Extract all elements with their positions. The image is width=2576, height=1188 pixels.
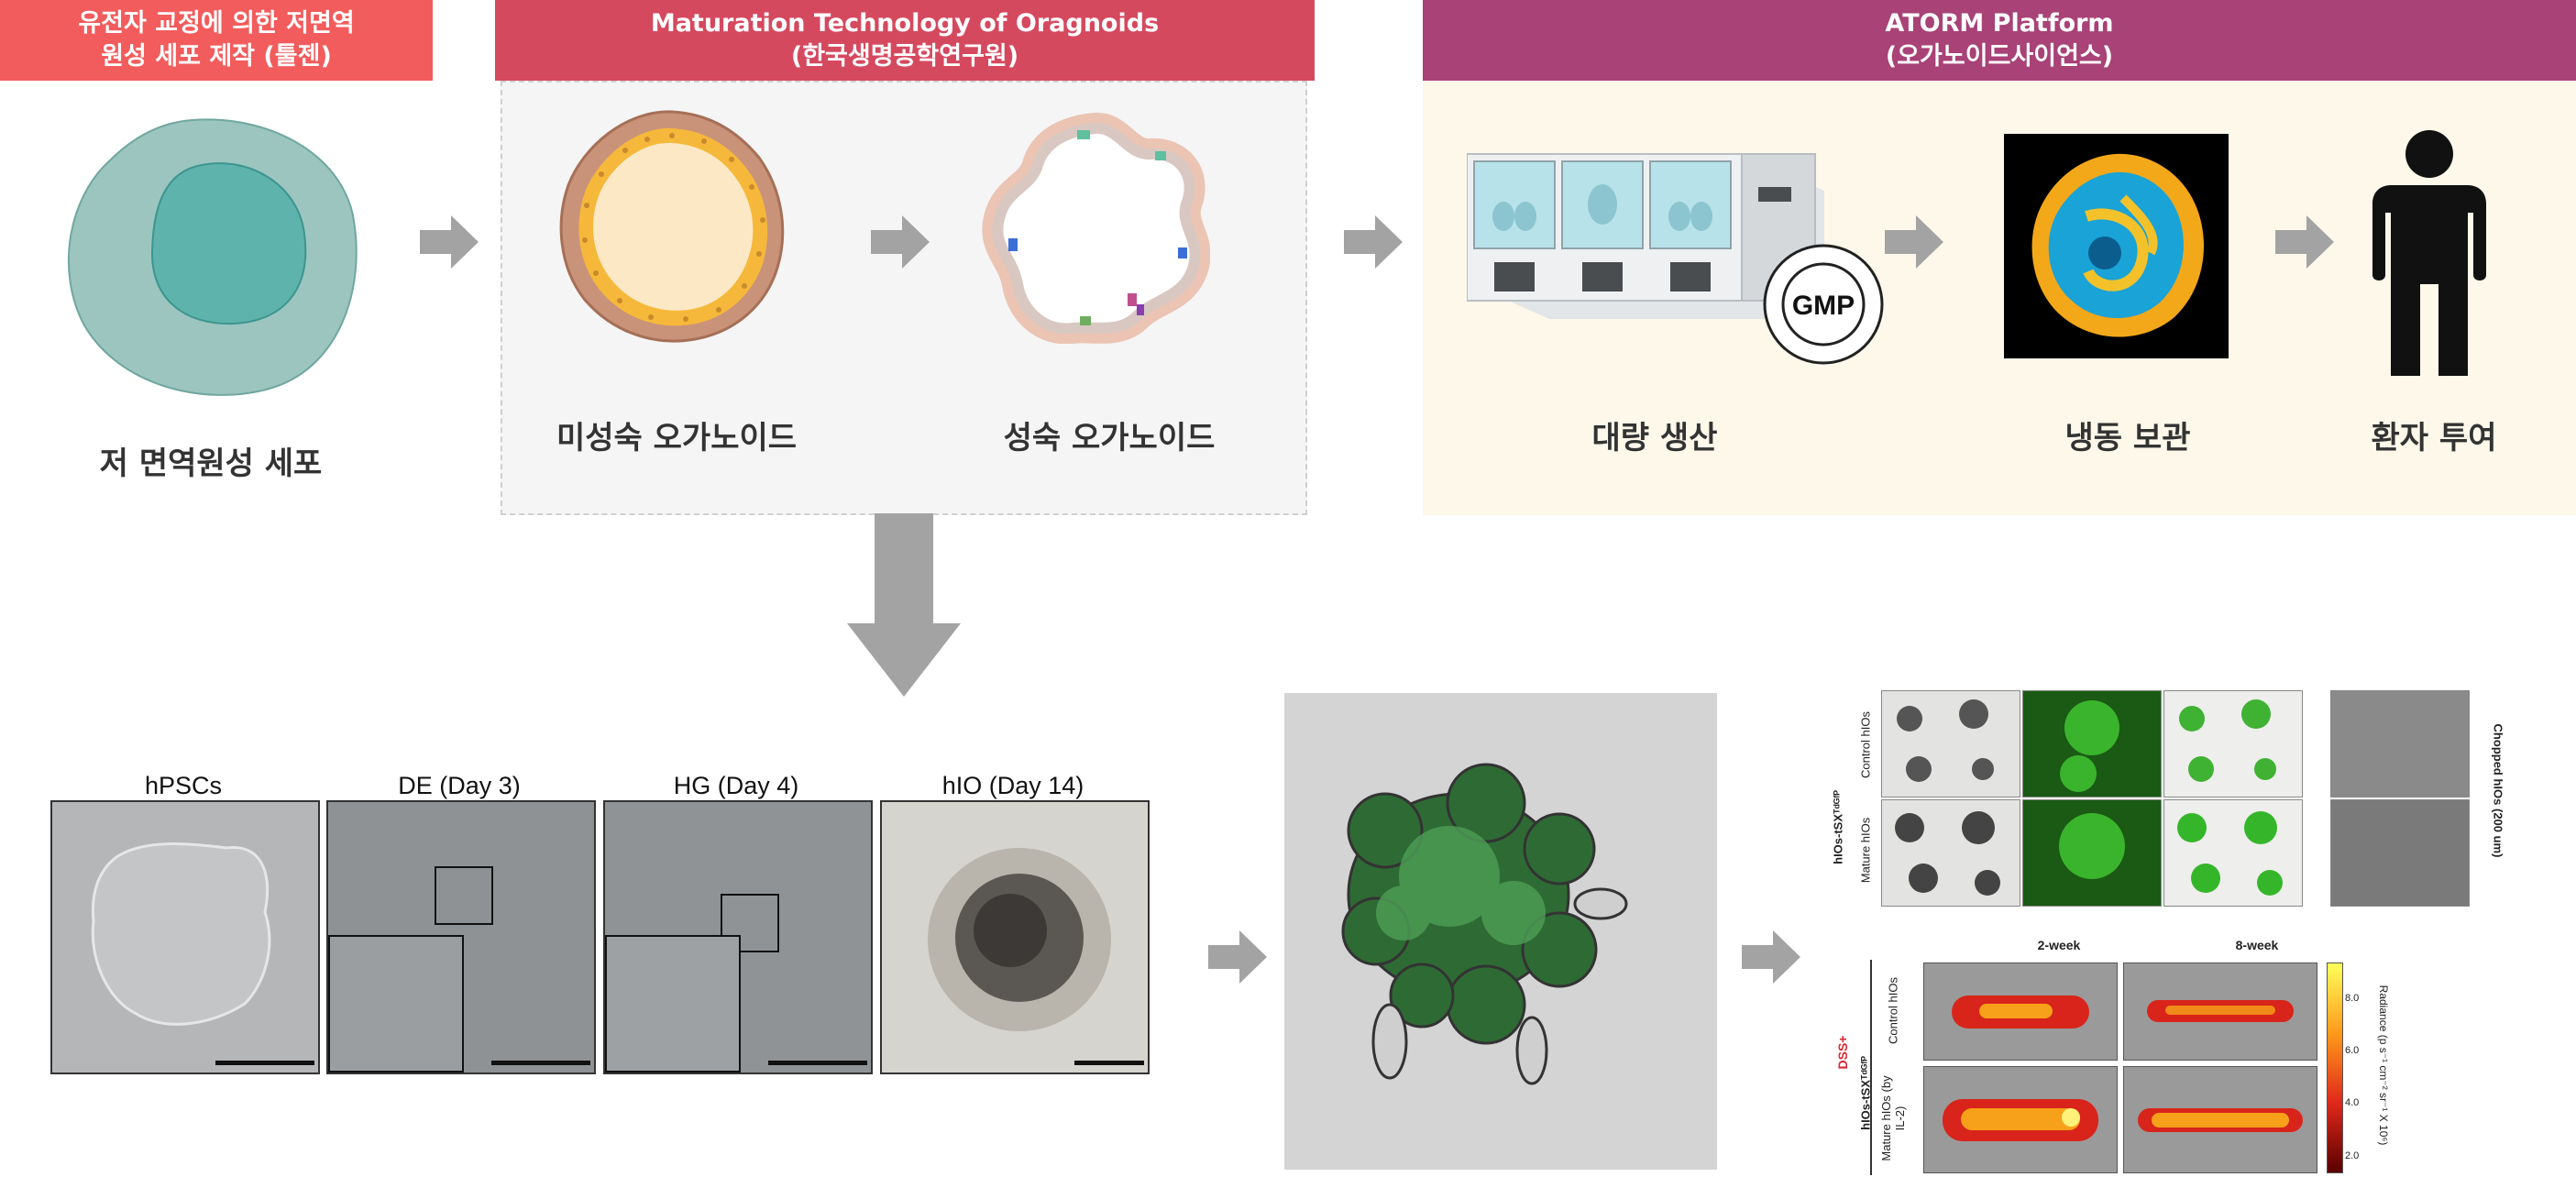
top-side-label: hIOs-tSXᵀᵈᴳᶠᴾ (1831, 790, 1845, 864)
stage3-header-line1: ATORM Platform (1885, 9, 2114, 38)
radiance-label: Radiance (p s⁻¹ cm⁻² sr⁻¹ X 10⁶) (2377, 984, 2390, 1146)
stage1-header-line2: 원성 세포 제작 (툴젠) (101, 42, 332, 71)
patient-icon (2365, 128, 2493, 380)
chopped-label: Chopped hIOs (200 um) (2491, 723, 2505, 858)
panel-title-hg: HG (Day 4) (673, 772, 799, 799)
frozen-organoid-image (2004, 134, 2229, 358)
dss-label: DSS+ (1835, 1035, 1850, 1070)
arrow-right-icon (2275, 215, 2334, 269)
stage1-header-line1: 유전자 교정에 의한 저면역 (78, 9, 355, 38)
ivis-control-week2-image (1923, 962, 2118, 1061)
immature-organoid-label: 미성숙 오가노이드 (556, 420, 798, 456)
hg-micrograph (603, 800, 873, 1074)
colorbar-tick: 4.0 (2345, 1097, 2360, 1108)
arrow-right-icon (1344, 215, 1403, 269)
hio-micrograph (880, 800, 1150, 1074)
panel-title-de: DE (Day 3) (398, 772, 521, 799)
gmp-certified-seal-icon: GMP (1762, 243, 1885, 366)
low-immunogenic-cell-illustration (64, 115, 367, 399)
ivis-mature-week8-image (2123, 1066, 2317, 1173)
panel-title-hpscs: hPSCs (144, 772, 223, 799)
ivis-mature-week2-image (1923, 1066, 2118, 1173)
arrow-right-icon (1742, 930, 1800, 984)
row-label-control: Control hIOs (1858, 711, 1873, 778)
mature-organoid-fluorescence-image (1284, 693, 1717, 1170)
stage2-header: Maturation Technology of Oragnoids (한국생명… (495, 0, 1315, 81)
colorbar-tick: 2.0 (2345, 1150, 2360, 1161)
stage3-header-line2: (오가노이드사이언스) (1885, 42, 2114, 71)
stage2-header-line1: Maturation Technology of Oragnoids (650, 9, 1160, 38)
stage1-label: 저 면역원성 세포 (99, 446, 323, 482)
mass-production-machine-illustration (1466, 136, 1824, 319)
gfp-mature-image (2022, 799, 2162, 907)
stage1-header: 유전자 교정에 의한 저면역 원성 세포 제작 (툴젠) (0, 0, 433, 81)
mature-organoid-label: 성숙 오가노이드 (1003, 420, 1216, 456)
mass-production-label: 대량 생산 (1591, 420, 1718, 456)
arrow-right-icon (1208, 930, 1267, 984)
gmp-text: GMP (1792, 291, 1855, 321)
merge-mature-image (2163, 799, 2303, 907)
row-label-mature: Mature hIOs (1858, 817, 1873, 884)
chopped-mature-image (2330, 799, 2470, 907)
week8-label: 8-week (2235, 938, 2279, 952)
bf-mature-image (1881, 799, 2020, 907)
radiance-colorbar (2327, 962, 2343, 1173)
arrow-down-icon (847, 513, 961, 697)
arrow-right-icon (871, 215, 930, 269)
arrow-right-icon (420, 215, 479, 269)
results-figure: hIOs-tSXᵀᵈᴳᶠᴾ Control hIOs Mature hIOs C… (1824, 683, 2576, 1182)
stage2-header-line2: (한국생명공학연구원) (790, 42, 1019, 71)
chopped-control-image (2330, 690, 2470, 798)
mature-organoid-illustration (981, 110, 1211, 345)
gfp-control-image (2022, 690, 2162, 798)
merge-control-image (2163, 690, 2303, 798)
bottom-row-label-mature: Mature hIOs (by IL-2) (1879, 1075, 1907, 1161)
stage3-header: ATORM Platform (오가노이드사이언스) (1423, 0, 2576, 81)
patient-administration-label: 환자 투여 (2371, 420, 2497, 456)
arrow-right-icon (1885, 215, 1943, 269)
hpscs-micrograph (50, 800, 320, 1074)
bottom-row-label-control: Control hIOs (1886, 977, 1900, 1044)
panel-title-hio: hIO (Day 14) (941, 772, 1084, 799)
ivis-control-week8-image (2123, 962, 2317, 1061)
week2-label: 2-week (2037, 938, 2081, 952)
frozen-storage-label: 냉동 보관 (2064, 420, 2191, 456)
de-micrograph (326, 800, 596, 1074)
colorbar-tick: 6.0 (2345, 1045, 2360, 1056)
bf-control-image (1881, 690, 2020, 798)
colorbar-tick: 8.0 (2345, 993, 2360, 1004)
immature-organoid-illustration (548, 103, 796, 350)
bottom-divider (1870, 960, 1872, 1175)
